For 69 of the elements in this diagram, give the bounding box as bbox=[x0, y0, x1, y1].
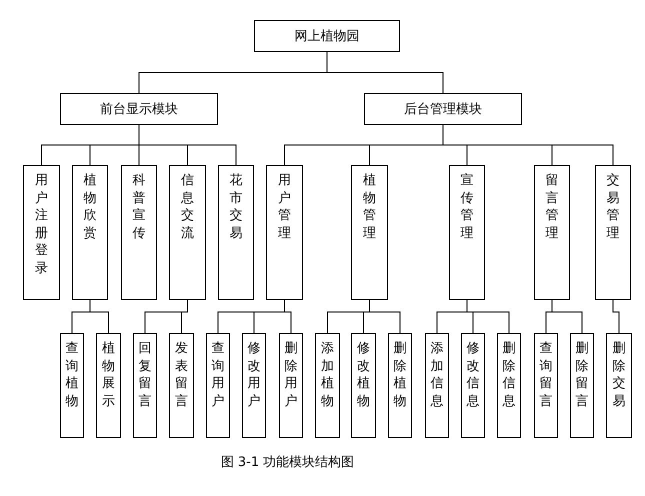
connector-line bbox=[612, 300, 620, 334]
module-box bbox=[133, 333, 157, 438]
module-box bbox=[72, 165, 108, 300]
module-box bbox=[351, 333, 376, 438]
module-box bbox=[497, 333, 521, 438]
connector-line bbox=[369, 300, 400, 334]
module-label: 网上植物园 bbox=[294, 28, 360, 45]
module-label: 修改信息 bbox=[466, 340, 480, 410]
module-box bbox=[461, 333, 485, 438]
module-label: 添加植物 bbox=[321, 340, 334, 410]
module-box bbox=[534, 333, 558, 438]
module-label: 用户注册登录 bbox=[35, 172, 48, 278]
module-box bbox=[388, 333, 412, 438]
module-label: 修改植物 bbox=[357, 340, 370, 410]
module-label: 信息交流 bbox=[181, 172, 194, 242]
module-label: 删除植物 bbox=[394, 340, 406, 410]
module-label: 发表留言 bbox=[175, 340, 188, 410]
module-label: 前台显示模块 bbox=[100, 101, 178, 118]
module-box bbox=[351, 165, 388, 300]
module-box bbox=[23, 165, 60, 300]
module-label: 宣传管理 bbox=[460, 172, 474, 242]
module-label: 查询用户 bbox=[212, 340, 224, 410]
connector-line bbox=[466, 300, 510, 334]
module-label: 删除用户 bbox=[284, 340, 298, 410]
module-box bbox=[169, 333, 194, 438]
module-box bbox=[534, 165, 570, 300]
module-box bbox=[266, 165, 303, 300]
connector-line bbox=[284, 300, 292, 334]
module-label: 修改用户 bbox=[248, 340, 260, 410]
module-box bbox=[169, 165, 206, 300]
module-label: 删除留言 bbox=[576, 340, 588, 410]
module-box bbox=[364, 93, 522, 125]
module-box bbox=[60, 333, 84, 438]
connector-line bbox=[90, 300, 109, 334]
module-box bbox=[449, 165, 485, 300]
connector-line bbox=[326, 52, 444, 94]
module-box bbox=[595, 165, 631, 300]
module-label: 留言管理 bbox=[546, 172, 558, 242]
module-label: 科普宣传 bbox=[132, 172, 146, 242]
module-label: 回复留言 bbox=[138, 340, 152, 410]
module-label: 植物欣赏 bbox=[84, 172, 96, 242]
module-box bbox=[60, 93, 218, 125]
figure-caption: 图 3-1 功能模块结构图 bbox=[220, 454, 356, 471]
module-box bbox=[96, 333, 121, 438]
module-label: 查询留言 bbox=[540, 340, 552, 410]
module-label: 交易管理 bbox=[606, 172, 620, 242]
module-label: 删除交易 bbox=[612, 340, 626, 410]
module-box bbox=[279, 333, 303, 438]
module-box bbox=[570, 333, 594, 438]
module-label: 查询植物 bbox=[66, 340, 78, 410]
connector-line bbox=[442, 124, 614, 166]
connector-line bbox=[138, 124, 236, 166]
connector-line bbox=[552, 300, 582, 334]
module-box bbox=[606, 333, 632, 438]
module-box bbox=[206, 333, 230, 438]
module-label: 后台管理模块 bbox=[404, 101, 482, 118]
module-label: 花市交易 bbox=[230, 172, 242, 242]
module-box bbox=[121, 165, 157, 300]
module-label: 删除信息 bbox=[502, 340, 516, 410]
module-box bbox=[425, 333, 449, 438]
module-label: 用户管理 bbox=[278, 172, 291, 242]
module-box bbox=[315, 333, 340, 438]
module-label: 植物展示 bbox=[102, 340, 115, 410]
module-label: 添加信息 bbox=[430, 340, 444, 410]
connector-line bbox=[181, 300, 188, 334]
module-box bbox=[218, 165, 254, 300]
module-label: 植物管理 bbox=[363, 172, 376, 242]
module-box bbox=[242, 333, 266, 438]
module-box bbox=[254, 20, 400, 52]
